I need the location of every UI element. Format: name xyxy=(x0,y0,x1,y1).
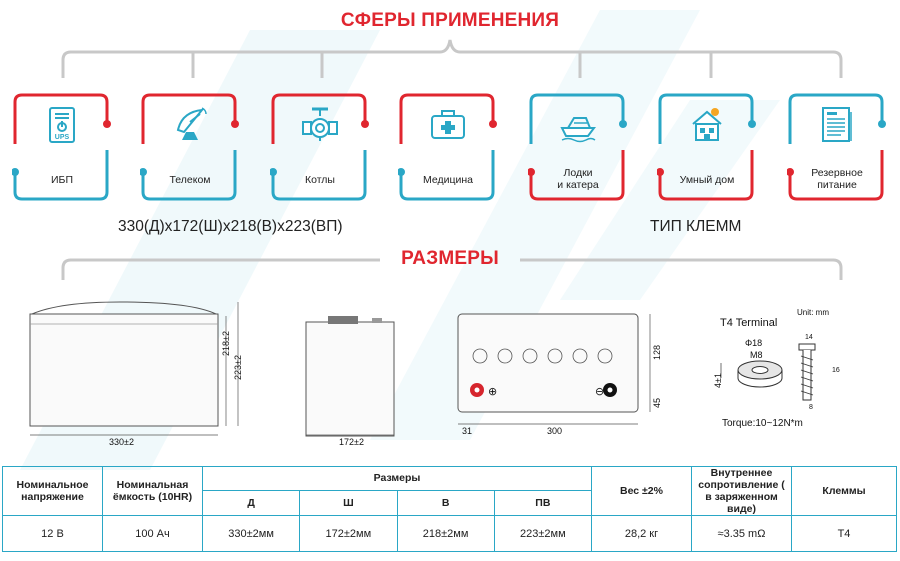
cell-resistance: ≈3.35 mΩ xyxy=(691,515,792,552)
cell-weight: 28,2 кг xyxy=(591,515,692,552)
dimensions-summary: 330(Д)x172(Ш)x218(В)x223(ВП) xyxy=(118,218,343,235)
header-width: Ш xyxy=(299,489,398,517)
application-label: Умный дом xyxy=(679,174,735,186)
plus-terminal-mark: ⊕ xyxy=(488,386,498,398)
header-length: Д xyxy=(201,489,301,517)
application-card: Телеком xyxy=(140,92,240,202)
header-terminals: Клеммы xyxy=(791,466,897,516)
svg-text:UPS: UPS xyxy=(55,134,70,141)
side-width-label: 172±2 xyxy=(339,437,364,447)
application-card: Резервное питание xyxy=(787,92,887,202)
table-row: 12 В 100 Ач 330±2мм 172±2мм 218±2мм 223±… xyxy=(2,515,897,552)
application-label: Котлы xyxy=(305,174,335,186)
terminal-base: 8 xyxy=(809,404,813,411)
card-frame xyxy=(398,93,497,201)
card-frame xyxy=(528,93,627,201)
header-sizes: Размеры xyxy=(202,466,592,491)
card-frame xyxy=(12,93,111,201)
terminal-unit: Unit: mm xyxy=(797,308,829,317)
header-voltage: Номинальное напряжение xyxy=(2,466,103,516)
side-view-drawing xyxy=(305,316,395,437)
top-height-label: 128 xyxy=(652,344,662,360)
terminal-length: 16 xyxy=(832,367,840,374)
cell-length: 330±2мм xyxy=(201,515,301,552)
front-total-height-label: 223±2 xyxy=(233,355,243,380)
terminal-type-heading: ТИП КЛЕММ xyxy=(650,218,742,235)
application-label: Лодки и катера xyxy=(557,167,599,191)
application-card: UPS ИБП xyxy=(12,92,112,202)
ups-icon: UPS xyxy=(49,107,75,143)
application-label: Медицина xyxy=(423,174,473,186)
sizes-heading: РАЗМЕРЫ xyxy=(401,248,499,269)
top-view-drawing xyxy=(457,313,651,425)
boat-icon xyxy=(560,117,596,143)
header-capacity: Номинальная ёмкость (10HR) xyxy=(102,466,203,516)
terminal-thread: M8 xyxy=(750,350,763,360)
terminal-drawing xyxy=(720,343,816,401)
sizes-brace xyxy=(61,258,843,280)
application-label: Телеком xyxy=(169,174,211,186)
top-offset-label: 45 xyxy=(652,397,662,408)
document-icon xyxy=(822,107,852,142)
application-card: Котлы xyxy=(270,92,370,202)
terminal-head-width: 14 xyxy=(805,334,813,341)
application-card: Умный дом xyxy=(657,92,757,202)
applications-brace xyxy=(61,39,843,78)
header-height: В xyxy=(396,489,495,517)
cell-height: 218±2мм xyxy=(396,515,495,552)
front-width-label: 330±2 xyxy=(109,437,134,447)
application-label: Резервное питание xyxy=(811,167,863,191)
specifications-table: Номинальное напряжение Номинальная ёмкос… xyxy=(2,466,897,552)
front-view-drawing xyxy=(29,301,239,436)
pipe-valve-icon xyxy=(302,107,338,141)
terminal-diameter: Φ18 xyxy=(745,338,763,348)
terminal-title: T4 Terminal xyxy=(720,317,778,329)
terminal-torque: Torque:10~12N*m xyxy=(722,418,803,429)
cell-total-height: 223±2мм xyxy=(493,515,593,552)
cell-terminals: T4 xyxy=(791,515,897,552)
card-frame xyxy=(657,93,756,201)
first-aid-kit-icon xyxy=(431,110,465,139)
top-width-label: 300 xyxy=(547,426,563,436)
application-card: Медицина xyxy=(398,92,498,202)
front-height-label: 218±2 xyxy=(221,331,231,356)
minus-terminal-mark: ⊖ xyxy=(595,386,605,398)
card-frame xyxy=(140,93,239,201)
satellite-dish-icon xyxy=(176,107,207,140)
card-frame xyxy=(787,93,886,201)
header-total-height: ПВ xyxy=(493,489,593,517)
top-offset-width-label: 31 xyxy=(462,426,473,436)
header-resistance: Внутреннее сопротивление ( в заряженном … xyxy=(691,466,792,516)
terminal-height: 4±1 xyxy=(713,373,723,388)
card-frame xyxy=(270,93,369,201)
application-card: Лодки и катера xyxy=(528,92,628,202)
solar-house-icon xyxy=(692,108,722,141)
cell-width: 172±2мм xyxy=(299,515,398,552)
application-label: ИБП xyxy=(51,174,73,186)
cell-capacity: 100 Ач xyxy=(102,515,203,552)
applications-heading: СФЕРЫ ПРИМЕНЕНИЯ xyxy=(340,10,560,31)
header-weight: Вес ±2% xyxy=(591,466,692,516)
cell-voltage: 12 В xyxy=(2,515,103,552)
